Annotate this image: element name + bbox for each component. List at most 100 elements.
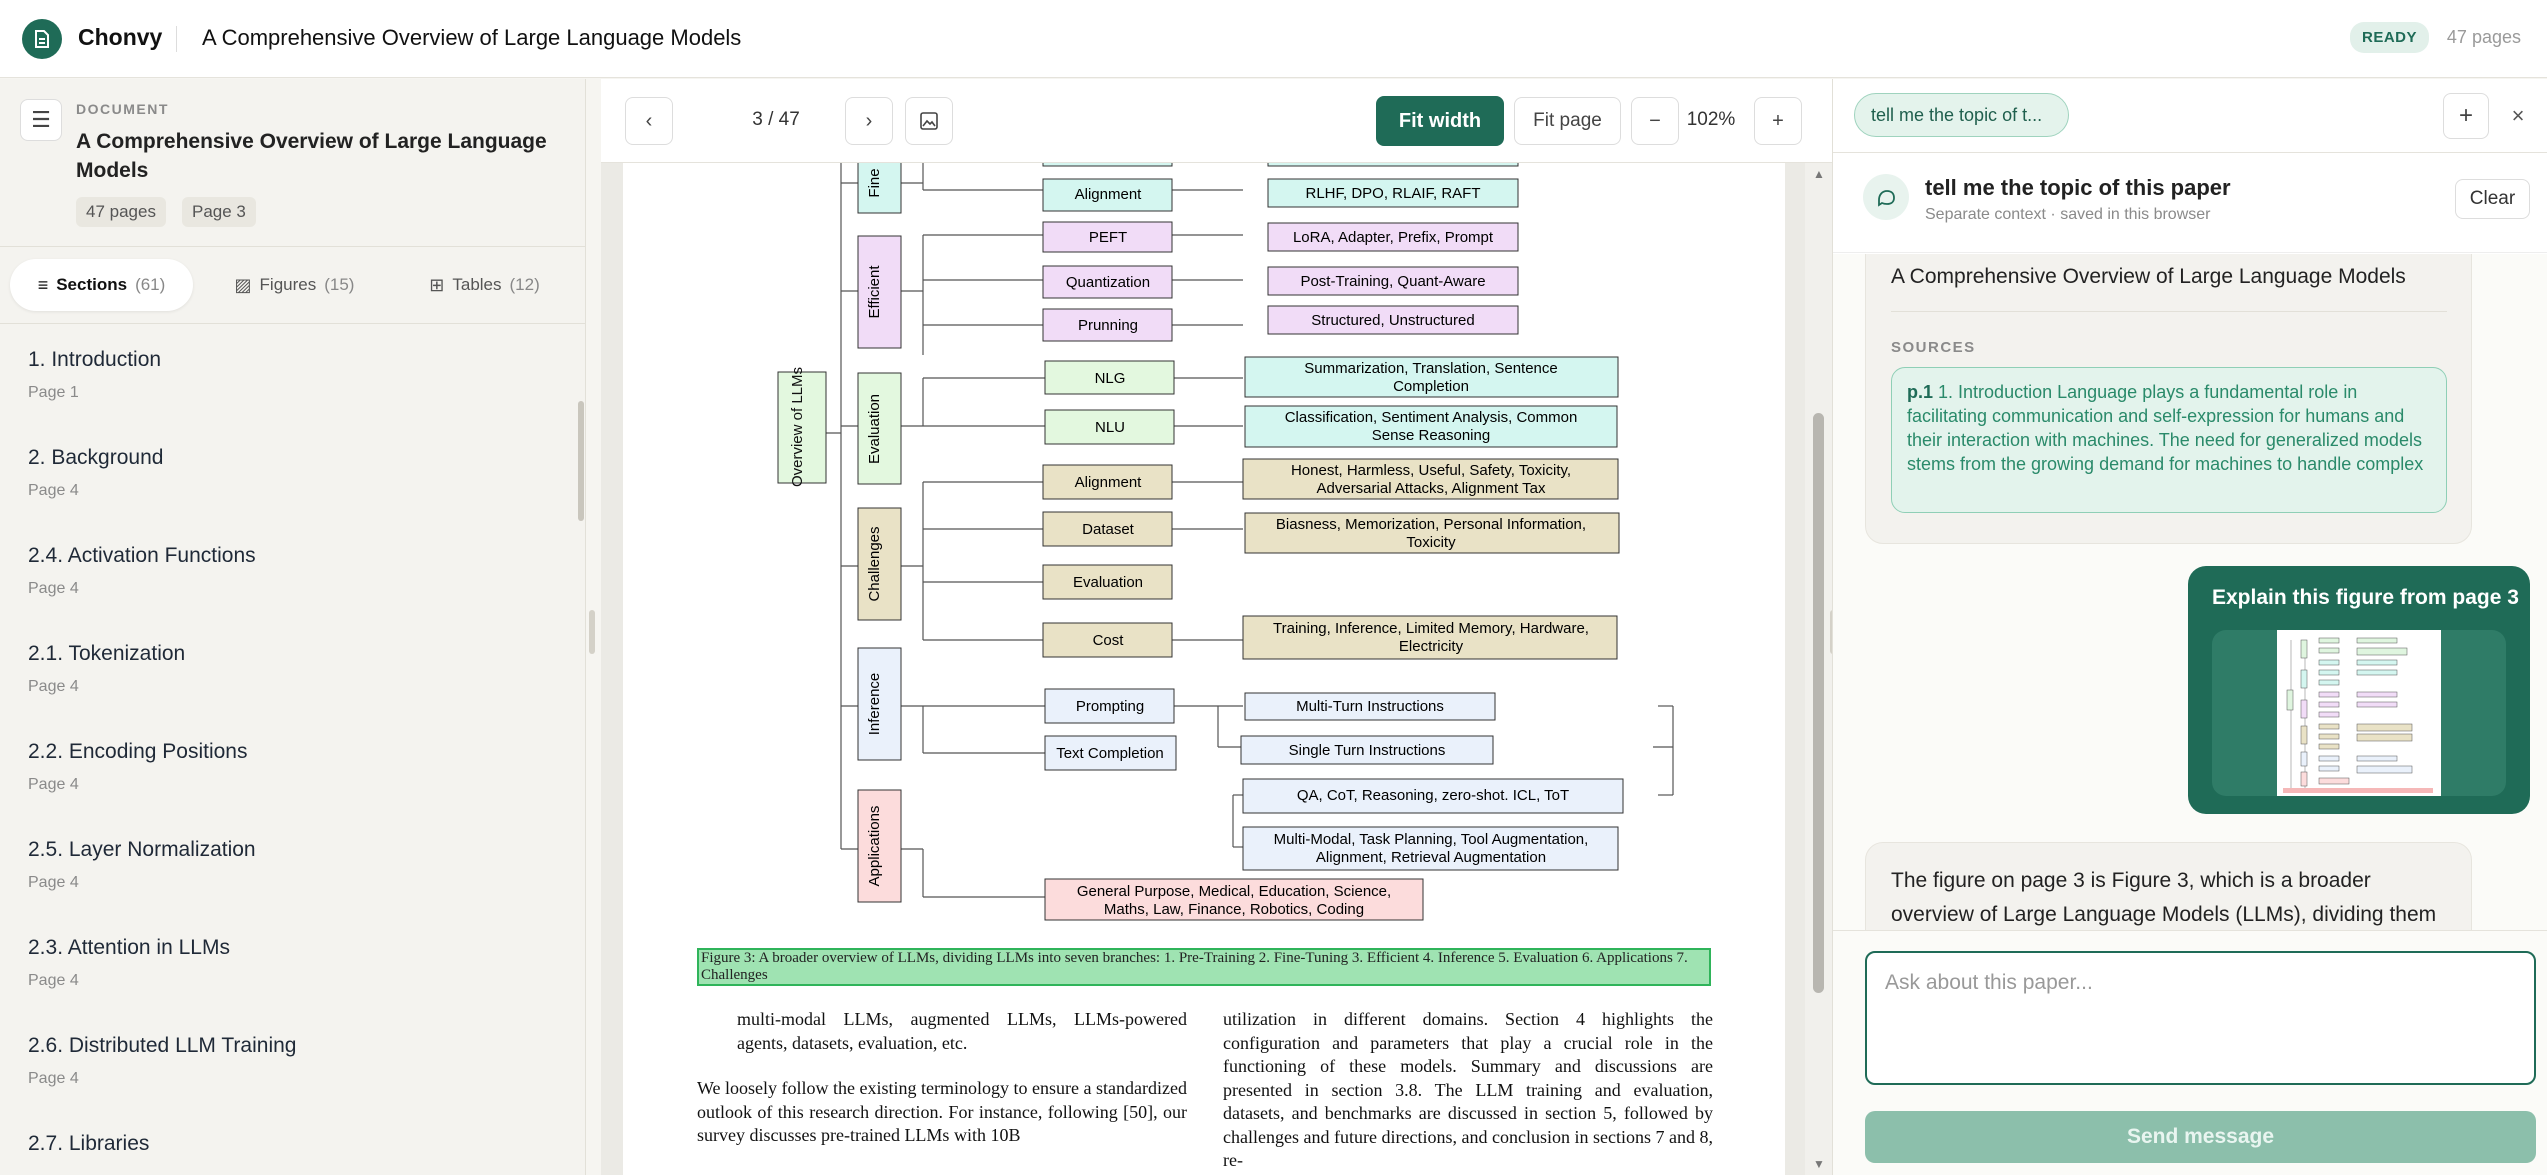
tab-label: Tables	[452, 275, 502, 294]
node-nlu: NLU	[1095, 419, 1125, 436]
fit-width-button[interactable]: Fit width	[1376, 96, 1504, 146]
source-text: 1. Introduction Language plays a fundame…	[1907, 382, 2424, 474]
figure-thumbnail[interactable]	[2212, 630, 2506, 796]
leaf-post-training: Post-Training, Quant-Aware	[1300, 273, 1485, 290]
tab-sections[interactable]: ≡ Sections (61)	[10, 259, 193, 311]
hamburger-icon: ☰	[31, 107, 51, 132]
scroll-down-icon[interactable]: ▼	[1813, 1157, 1825, 1171]
fit-page-button[interactable]: Fit page	[1514, 97, 1621, 145]
taxonomy-figure: Overview of LLMs Fine Efficient Evaluati…	[777, 163, 1674, 921]
figure-caption[interactable]: Figure 3: A broader overview of LLMs, di…	[697, 948, 1711, 986]
clear-button[interactable]: Clear	[2455, 179, 2530, 219]
chat-tab[interactable]: tell me the topic of t...	[1854, 93, 2069, 137]
leaf-structured: Structured, Unstructured	[1311, 312, 1474, 329]
chat-panel: tell me the topic of t... + × tell me th…	[1832, 79, 2547, 1175]
table-icon: ⊞	[429, 274, 445, 295]
pdf-page: Overview of LLMs Fine Efficient Evaluati…	[623, 163, 1785, 1175]
section-page: Page 4	[28, 482, 79, 499]
leaf-bias-line1: Biasness, Memorization, Personal Informa…	[1276, 516, 1586, 533]
left-column-para1: multi-modal LLMs, augmented LLMs, LLMs-p…	[737, 1009, 1187, 1053]
zoom-in-button[interactable]: +	[1754, 97, 1802, 145]
leaf-training-line2: Electricity	[1399, 638, 1464, 655]
app-logo-icon	[22, 19, 62, 59]
chevron-right-icon: ›	[865, 109, 873, 132]
leaf-training-line1: Training, Inference, Limited Memory, Har…	[1273, 620, 1589, 637]
leaf-nlu-line1: Classification, Sentiment Analysis, Comm…	[1285, 409, 1578, 426]
assistant-answer-title: A Comprehensive Overview of Large Langua…	[1891, 265, 2406, 288]
chat-tabs: tell me the topic of t... + ×	[1833, 79, 2547, 153]
leaf-single-turn: Single Turn Instructions	[1289, 742, 1446, 759]
leaf-applications-line1: General Purpose, Medical, Education, Sci…	[1077, 883, 1391, 900]
page-count: 47 pages	[2446, 27, 2521, 47]
scroll-up-icon[interactable]: ▲	[1813, 167, 1825, 181]
section-page: Page 4	[28, 776, 79, 793]
zoom-out-button[interactable]: −	[1631, 97, 1679, 145]
branch-applications: Applications	[866, 806, 883, 887]
close-icon[interactable]: ×	[2511, 103, 2525, 128]
list-icon: ≡	[37, 274, 49, 295]
viewer-scrollbar[interactable]: ▲ ▼	[1805, 163, 1832, 1175]
section-page: Page 4	[28, 580, 79, 597]
node-cost: Cost	[1093, 632, 1125, 649]
source-citation[interactable]: p.1 1. Introduction Language plays a fun…	[1891, 367, 2447, 513]
leaf-nlg-line2: Completion	[1393, 378, 1469, 395]
section-title: 2.7. Libraries	[28, 1132, 150, 1155]
scrollbar-thumb[interactable]	[1813, 413, 1824, 993]
send-button[interactable]: Send message	[1865, 1111, 2536, 1163]
branch-challenges: Challenges	[866, 526, 883, 601]
pdf-viewer: ‹ 3 / 47 › Fit width Fit page − 102% +	[601, 79, 1832, 1175]
node-dataset: Dataset	[1082, 521, 1135, 538]
section-item[interactable]: 2.7. Libraries	[0, 1108, 570, 1175]
node-nlg: NLG	[1095, 370, 1126, 387]
leaf-multimodal-line1: Multi-Modal, Task Planning, Tool Augment…	[1274, 831, 1589, 848]
section-title: 2. Background	[28, 446, 164, 469]
branch-inference: Inference	[866, 673, 883, 736]
section-page: Page 1	[28, 384, 79, 401]
leaf-nlg-line1: Summarization, Translation, Sentence	[1304, 360, 1557, 377]
status-badge: READY	[2349, 22, 2429, 53]
leaf-honest-line1: Honest, Harmless, Useful, Safety, Toxici…	[1291, 462, 1571, 479]
sidebar: ☰ DOCUMENT A Comprehensive Overview of L…	[0, 79, 586, 1175]
assistant-message: The figure on page 3 is Figure 3, which …	[1865, 842, 2472, 930]
leaf-applications-line2: Maths, Law, Finance, Robotics, Coding	[1104, 901, 1364, 918]
document-title: A Comprehensive Overview of Large Langua…	[202, 25, 742, 50]
current-page-chip: Page 3	[182, 197, 256, 227]
sidebar-scrollbar[interactable]	[578, 401, 584, 521]
tab-count: (61)	[135, 275, 166, 294]
top-bar: Chonvy A Comprehensive Overview of Large…	[0, 0, 2547, 78]
message-list: A Comprehensive Overview of Large Langua…	[1833, 254, 2547, 930]
tab-figures[interactable]: ▨ Figures (15)	[203, 259, 386, 311]
zoom-level: 102%	[1686, 109, 1736, 130]
section-page: Page 4	[28, 874, 79, 891]
tab-tables[interactable]: ⊞ Tables (12)	[393, 259, 576, 311]
section-title: 2.5. Layer Normalization	[28, 838, 256, 861]
user-message: Explain this figure from page 3	[2188, 566, 2530, 814]
tab-label: Figures	[259, 275, 317, 294]
divider	[0, 323, 585, 324]
next-page-button[interactable]: ›	[845, 97, 893, 145]
figure-snapshot-button[interactable]	[905, 97, 953, 145]
image-icon: ▨	[234, 274, 252, 295]
tab-count: (12)	[509, 275, 540, 294]
menu-button[interactable]: ☰	[20, 99, 62, 141]
node-peft: PEFT	[1089, 229, 1127, 246]
new-chat-button[interactable]: +	[2443, 93, 2489, 139]
node-prompting: Prompting	[1076, 698, 1144, 715]
node-prunning: Prunning	[1078, 317, 1138, 334]
branch-evaluation: Evaluation	[866, 394, 883, 464]
chat-bubble-icon	[1863, 174, 1909, 220]
sidebar-tabs: ≡ Sections (61) ▨ Figures (15) ⊞ Tables …	[10, 259, 576, 311]
section-title: 2.4. Activation Functions	[28, 544, 256, 567]
question-input[interactable]: Ask about this paper...	[1865, 951, 2536, 1085]
prev-page-button[interactable]: ‹	[625, 97, 673, 145]
sidebar-resize-handle[interactable]	[589, 610, 595, 654]
leaf-honest-line2: Adversarial Attacks, Alignment Tax	[1317, 480, 1546, 497]
